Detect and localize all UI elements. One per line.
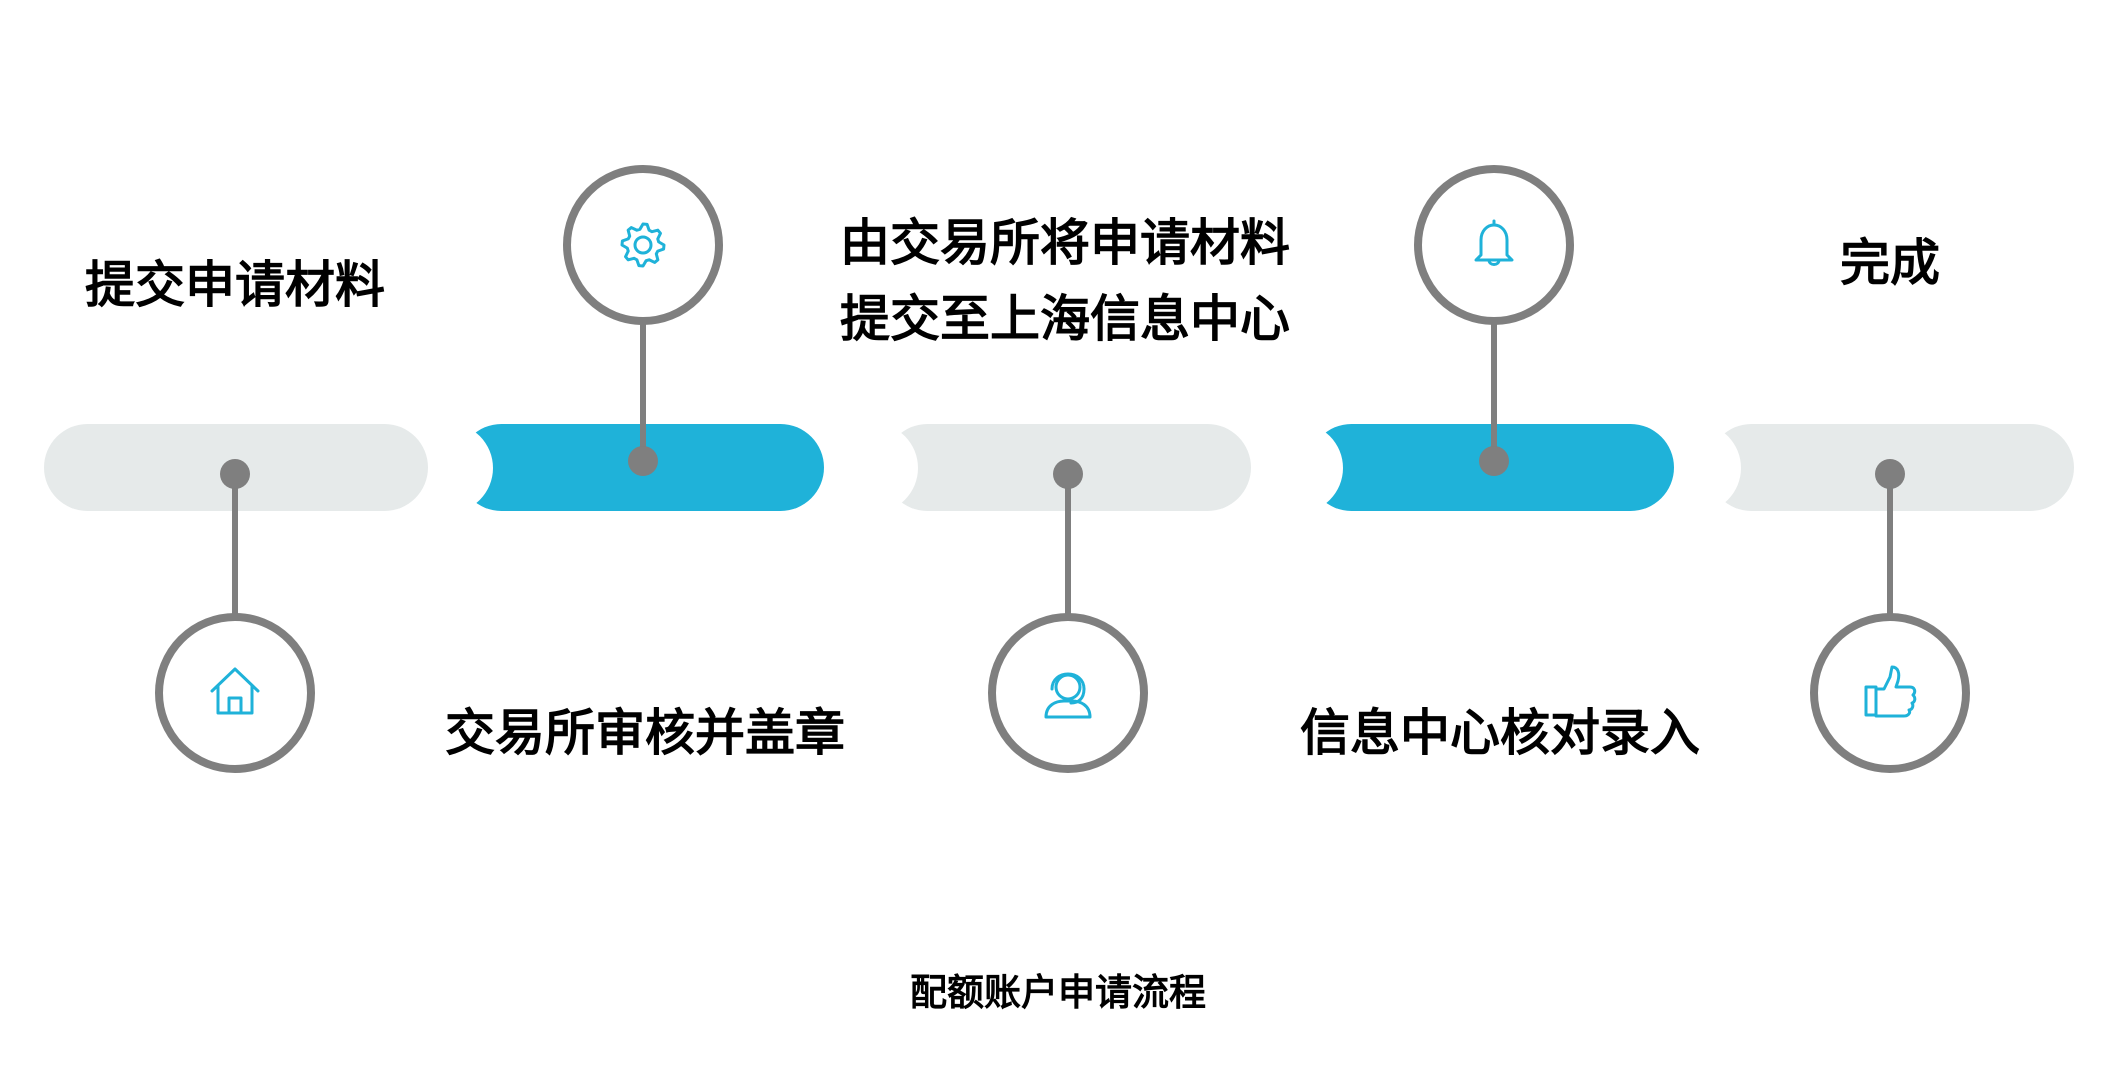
- step-3-label-line-2: 提交至上海信息中心: [840, 290, 1290, 348]
- icon-ring-4: [1414, 165, 1574, 325]
- icon-ring-5: [1810, 613, 1970, 773]
- connector-dot-2: [628, 446, 658, 476]
- step-3-label-line-1: 由交易所将申请材料: [840, 214, 1290, 272]
- connector-dot-4: [1479, 446, 1509, 476]
- step-2-label: 交易所审核并盖章: [415, 695, 875, 771]
- icon-ring-3: [988, 613, 1148, 773]
- thumbs-up-icon: [1864, 665, 1917, 718]
- headset-icon: [1044, 672, 1092, 719]
- home-icon: [210, 667, 260, 715]
- step-4-label: 信息中心核对录入: [1250, 695, 1750, 771]
- step-4-label-line: 信息中心核对录入: [1300, 704, 1700, 762]
- step-2-label-line: 交易所审核并盖章: [445, 704, 845, 762]
- step-1-label: 提交申请材料: [40, 247, 430, 323]
- icon-ring-1: [155, 613, 315, 773]
- step-3-label: 由交易所将申请材料 提交至上海信息中心: [810, 205, 1320, 357]
- step-5-label-line: 完成: [1840, 234, 1940, 292]
- diagram-caption: 配额账户申请流程: [910, 971, 1206, 1014]
- connector-dot-1: [220, 459, 250, 489]
- connector-dot-3: [1053, 459, 1083, 489]
- bell-icon: [1474, 219, 1514, 266]
- step-5-label: 完成: [1700, 225, 2080, 301]
- icon-ring-2: [563, 165, 723, 325]
- gear-icon: [620, 222, 666, 268]
- connector-dot-5: [1875, 459, 1905, 489]
- step-1-label-line: 提交申请材料: [85, 256, 385, 314]
